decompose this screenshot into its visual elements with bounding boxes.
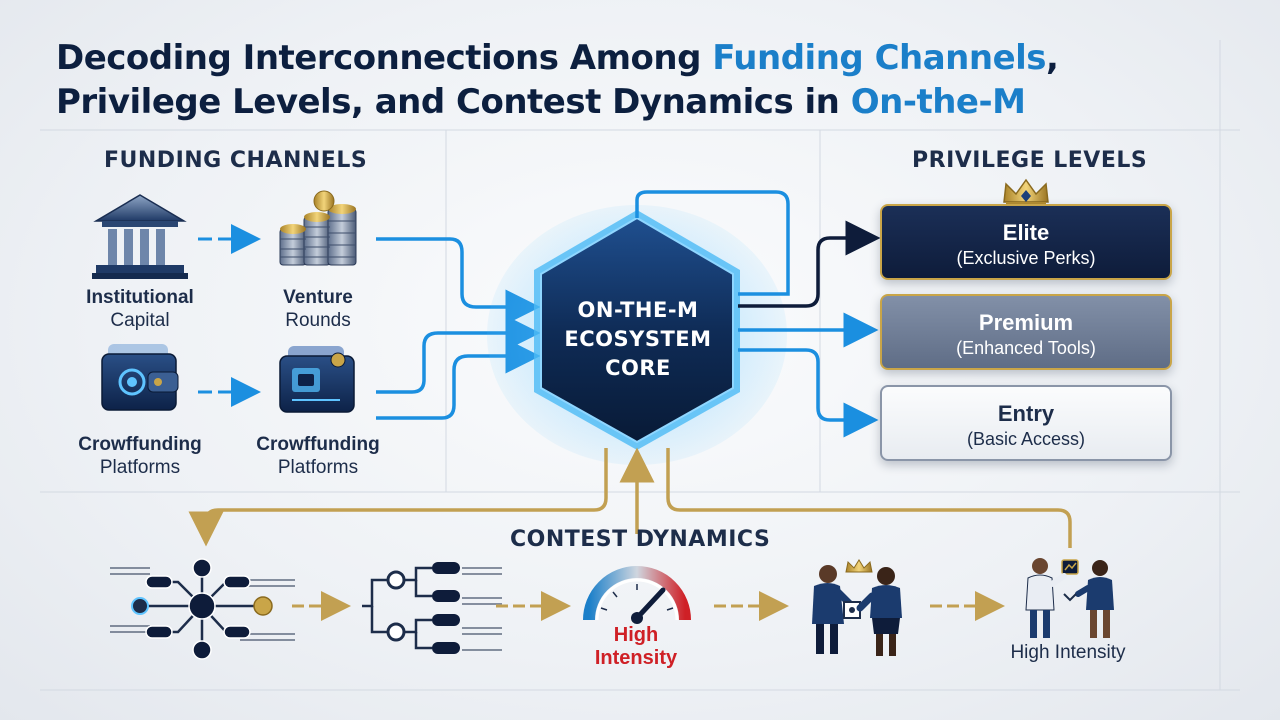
crown-icon	[1003, 178, 1049, 207]
coin-stacks-icon	[279, 190, 357, 266]
collaboration-intensity-label: High Intensity	[1010, 642, 1126, 663]
network-graph-icon	[110, 558, 295, 660]
core-line3: CORE	[605, 356, 671, 380]
funding-item-line1: Institutional	[86, 287, 194, 308]
bracket-icon	[362, 562, 502, 654]
tier-desc: (Enhanced Tools)	[956, 338, 1096, 358]
background-grid	[40, 40, 1240, 691]
people-collaborating-icon	[1025, 558, 1114, 638]
core-to-entry-connector	[738, 348, 879, 438]
funding-connectors	[376, 237, 541, 420]
tier-name: Elite	[1002, 220, 1050, 245]
ecosystem-core-hexagon	[487, 205, 787, 465]
wallet-chip-icon	[279, 346, 355, 413]
tier-elite: Elite (Exclusive Perks)	[880, 204, 1172, 280]
core-line1: ON-THE-M	[577, 298, 699, 322]
funding-item-line2: Rounds	[285, 310, 351, 331]
tier-name: Premium	[978, 310, 1074, 335]
tier-entry: Entry (Basic Access)	[880, 385, 1172, 461]
title-line1-accent: Funding Channels	[712, 38, 1047, 78]
gauge-icon	[583, 566, 691, 624]
funding-item-line2: Platforms	[277, 457, 359, 478]
contest-dynamics-heading: CONTEST DYNAMICS	[510, 527, 771, 552]
title-line2-prefix: Privilege Levels, and Contest Dynamics i…	[56, 82, 851, 122]
gauge-intensity-label: High Intensity	[576, 624, 696, 670]
privilege-levels-heading: PRIVILEGE LEVELS	[912, 148, 1148, 173]
tier-premium: Premium (Enhanced Tools)	[880, 294, 1172, 370]
page-title: Decoding Interconnections Among Funding …	[56, 36, 1156, 124]
funding-channels-heading: FUNDING CHANNELS	[104, 148, 368, 173]
ecosystem-core-label: ON-THE-M ECOSYSTEM CORE	[548, 296, 728, 383]
gauge-label-line1: High	[613, 624, 659, 646]
funding-item-crowdfunding-1: Crowffunding Platforms	[60, 433, 220, 479]
tier-name: Entry	[997, 401, 1055, 426]
funding-item-institutional: Institutional Capital	[60, 286, 220, 332]
funding-item-crowdfunding-2: Crowffunding Platforms	[238, 433, 398, 479]
bank-icon	[92, 194, 188, 279]
funding-item-line1: Venture	[283, 287, 353, 308]
funding-item-line1: Crowffunding	[78, 434, 202, 455]
funding-item-line1: Crowffunding	[256, 434, 380, 455]
title-line1-prefix: Decoding Interconnections Among	[56, 38, 713, 78]
title-line2-accent: On-the-M	[850, 82, 1026, 122]
people-crown-icon	[812, 559, 902, 656]
funding-item-line2: Capital	[110, 310, 170, 331]
tier-desc: (Exclusive Perks)	[956, 248, 1096, 268]
contest-feedback-connectors	[188, 447, 1072, 548]
core-to-elite-connector	[635, 190, 881, 308]
title-line1-suffix: ,	[1046, 38, 1059, 78]
funding-item-venture: Venture Rounds	[238, 286, 398, 332]
funding-item-line2: Platforms	[99, 457, 181, 478]
funding-short-arrows	[198, 224, 261, 407]
gauge-label-line2: Intensity	[594, 647, 678, 669]
core-line2: ECOSYSTEM	[564, 327, 712, 351]
tier-desc: (Basic Access)	[966, 429, 1086, 449]
wallet-icon	[101, 344, 179, 411]
